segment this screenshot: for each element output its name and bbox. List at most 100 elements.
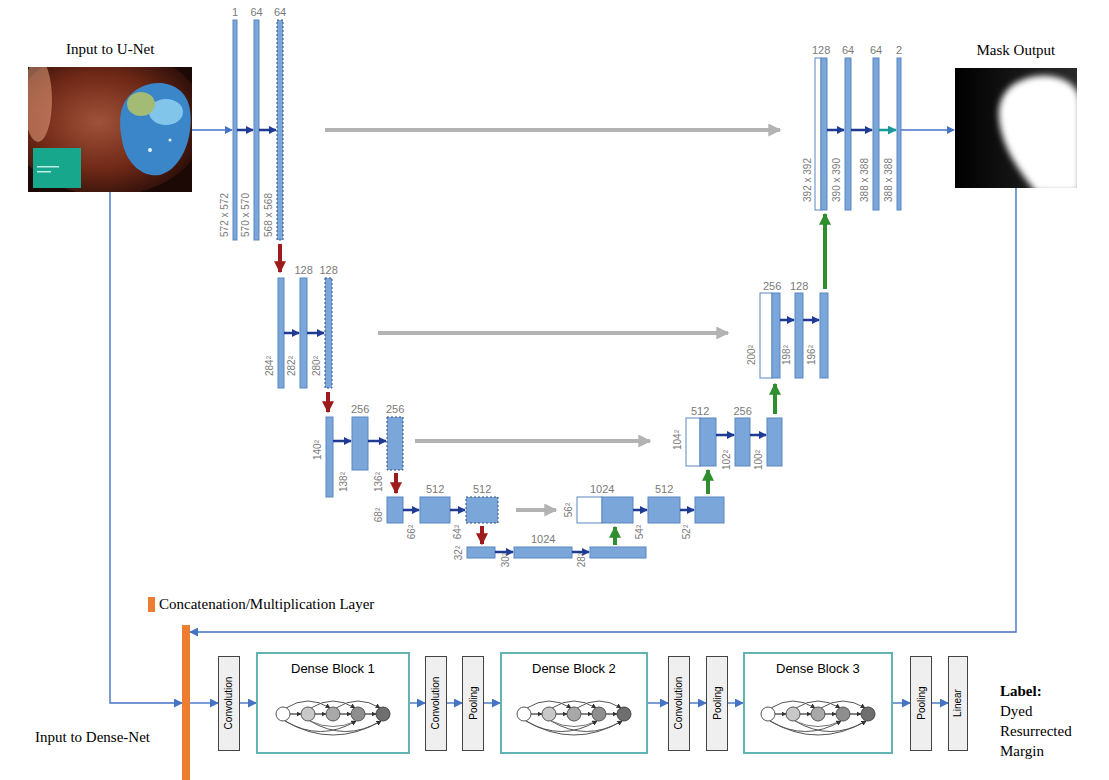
layer-name: Convolution bbox=[223, 677, 235, 730]
unet-arrow bbox=[480, 526, 484, 544]
map-size: 200² bbox=[746, 345, 758, 365]
unet-arrow bbox=[851, 129, 872, 132]
glare bbox=[28, 67, 52, 142]
connector-arrow bbox=[447, 702, 462, 703]
feature-map-bar bbox=[278, 278, 284, 388]
feature-map-bar bbox=[467, 547, 495, 558]
map-size: 32² bbox=[453, 546, 465, 560]
channel-count: 256 bbox=[734, 405, 752, 417]
lesion-core bbox=[127, 92, 155, 116]
connector-arrow bbox=[410, 702, 425, 703]
map-size: 138² bbox=[338, 472, 350, 492]
channel-count: 1 bbox=[232, 6, 238, 18]
map-size: 136² bbox=[373, 472, 385, 492]
feature-map-bar bbox=[648, 497, 680, 523]
image-panel: Mask Output bbox=[955, 68, 1077, 188]
channel-count: 1024 bbox=[531, 533, 555, 545]
channel-count: 512 bbox=[473, 483, 491, 495]
feature-map-bar bbox=[352, 417, 368, 470]
unet-arrow bbox=[823, 214, 827, 289]
connector-arrow bbox=[240, 702, 256, 703]
unet-arrow bbox=[633, 509, 647, 512]
channel-count: 256 bbox=[386, 403, 404, 415]
layer-box: Convolution bbox=[668, 656, 690, 751]
unet-arrow bbox=[680, 509, 694, 512]
map-size: 568 x 568 bbox=[263, 193, 275, 237]
layer-box: Linear bbox=[948, 656, 968, 751]
feature-map-bar bbox=[695, 497, 724, 523]
dense-block: Dense Block 2 bbox=[500, 652, 648, 754]
channel-count: 1024 bbox=[590, 483, 614, 495]
map-size: 68² bbox=[373, 508, 385, 522]
map-size: 570 x 570 bbox=[240, 193, 252, 237]
connector-arrow bbox=[690, 702, 706, 703]
block-title: Dense Block 2 bbox=[532, 661, 616, 677]
map-size: 388 x 388 bbox=[859, 158, 871, 202]
feature-map-bar bbox=[845, 58, 851, 210]
feature-map-bar bbox=[277, 20, 283, 240]
dense-graph bbox=[517, 701, 631, 735]
feature-map-bar bbox=[325, 278, 332, 388]
layer-box: Convolution bbox=[218, 656, 240, 751]
feature-map-bar bbox=[821, 58, 827, 210]
unet-arrow bbox=[613, 527, 617, 545]
feature-map-bar bbox=[686, 418, 700, 466]
map-size: 572 x 572 bbox=[219, 193, 231, 237]
connector-arrow bbox=[190, 188, 1016, 632]
feature-map-bar bbox=[772, 293, 780, 378]
unet-arrow bbox=[378, 331, 728, 335]
layer-name: Convolution bbox=[430, 677, 442, 730]
map-size: 64² bbox=[452, 525, 464, 539]
unet-arrow bbox=[773, 384, 777, 414]
overlay-line bbox=[37, 166, 59, 168]
unet-diagram bbox=[192, 20, 954, 558]
map-size: 196² bbox=[806, 345, 818, 365]
connector-arrow bbox=[190, 702, 218, 703]
feature-map-bar bbox=[387, 497, 403, 523]
map-size: 30² bbox=[500, 553, 512, 567]
layer-name: Pooling bbox=[711, 686, 723, 719]
panel-heading: Mask Output bbox=[977, 41, 1056, 60]
image-panel: Input to U-Net bbox=[28, 67, 192, 192]
channel-count: 64 bbox=[842, 44, 854, 56]
unet-arrow bbox=[333, 440, 351, 443]
feature-map-bar bbox=[795, 293, 803, 378]
map-size: 56² bbox=[563, 503, 575, 517]
unet-arrow bbox=[326, 392, 330, 412]
feature-map-bar bbox=[820, 293, 828, 378]
connector-arrow bbox=[893, 702, 910, 703]
channel-count: 2 bbox=[896, 44, 902, 56]
tissue bbox=[28, 67, 192, 192]
unet-arrow bbox=[237, 129, 253, 132]
channel-count: 512 bbox=[691, 405, 709, 417]
panel-heading: Input to U-Net bbox=[66, 40, 154, 59]
unet-arrow bbox=[307, 332, 324, 335]
layer-box: Pooling bbox=[706, 656, 728, 751]
dense-block: Dense Block 3 bbox=[743, 652, 893, 754]
map-size: 102² bbox=[721, 450, 733, 470]
unet-arrow bbox=[284, 332, 299, 335]
unet-arrow bbox=[278, 244, 282, 272]
overlay-panel bbox=[33, 148, 81, 188]
layer-box: Convolution bbox=[425, 656, 447, 751]
overlay-line bbox=[37, 171, 51, 173]
unet-arrow bbox=[403, 509, 419, 512]
feature-map-bar bbox=[590, 547, 646, 558]
feature-map-bar bbox=[420, 497, 450, 523]
endoscopy-image bbox=[28, 67, 192, 192]
channel-count: 256 bbox=[763, 280, 781, 292]
layer-name: Linear bbox=[952, 689, 964, 717]
feature-map-bar bbox=[466, 497, 498, 523]
map-size: 280² bbox=[311, 356, 323, 376]
channel-count: 512 bbox=[655, 483, 673, 495]
output-label: Dyed Resurrected Margin bbox=[1000, 701, 1105, 761]
feature-map-bar bbox=[387, 417, 403, 470]
map-size: 140² bbox=[312, 440, 324, 460]
dense-block: Dense Block 1 bbox=[256, 652, 410, 754]
concat-layer: Input to Dense-Net bbox=[182, 625, 190, 780]
connector-arrow bbox=[932, 702, 948, 703]
layer-box: Pooling bbox=[910, 656, 932, 751]
map-size: 390 x 390 bbox=[831, 158, 843, 202]
